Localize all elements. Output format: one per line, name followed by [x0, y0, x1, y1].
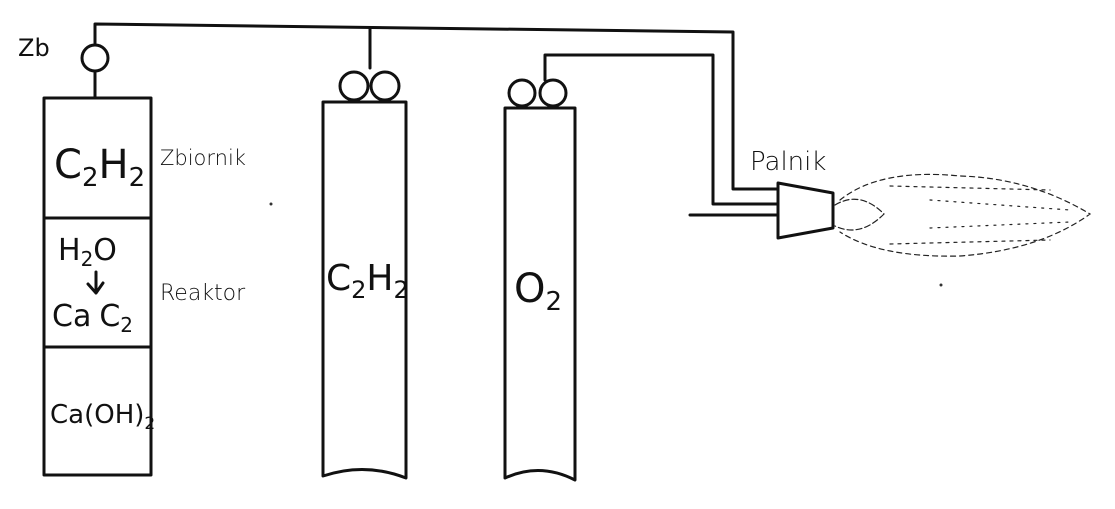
scan-dot: [939, 283, 943, 287]
tank-label-reaktor: Reaktor: [160, 281, 246, 306]
oxygen-cylinder-formula: O2: [514, 266, 562, 317]
hydroxide-formula: Ca(OH)2: [50, 400, 155, 434]
oxygen-valve-left-icon: [507, 78, 537, 108]
oxygen-cylinder: [503, 106, 577, 482]
acetylene-valve-right-icon: [369, 70, 401, 102]
top-gas-line: [93, 22, 735, 159]
tank-label-zbiornik: Zbiornik: [160, 146, 246, 170]
generator-tank: [42, 96, 153, 477]
burner-label: Palnik: [750, 147, 826, 177]
reaction-arrow-icon: [86, 270, 105, 295]
reactor-water-formula: H2O: [58, 233, 117, 271]
acetylene-cylinder-formula: C2H2: [326, 258, 409, 304]
burner-nozzle-icon: [776, 181, 835, 240]
acetylene-valve-left-icon: [338, 70, 370, 102]
acetylene-gas-line: [731, 155, 780, 191]
oxygen-gas-line: [543, 53, 780, 206]
scan-dot: [269, 202, 273, 206]
oxygen-valve-right-icon: [538, 78, 568, 108]
tank-valve-icon: [80, 43, 110, 73]
tank-acetylene-formula: C2H2: [54, 142, 145, 193]
flame-icon: [834, 173, 1092, 257]
valve-label: Zb: [18, 34, 50, 62]
acetylene-cylinder: [321, 100, 408, 480]
